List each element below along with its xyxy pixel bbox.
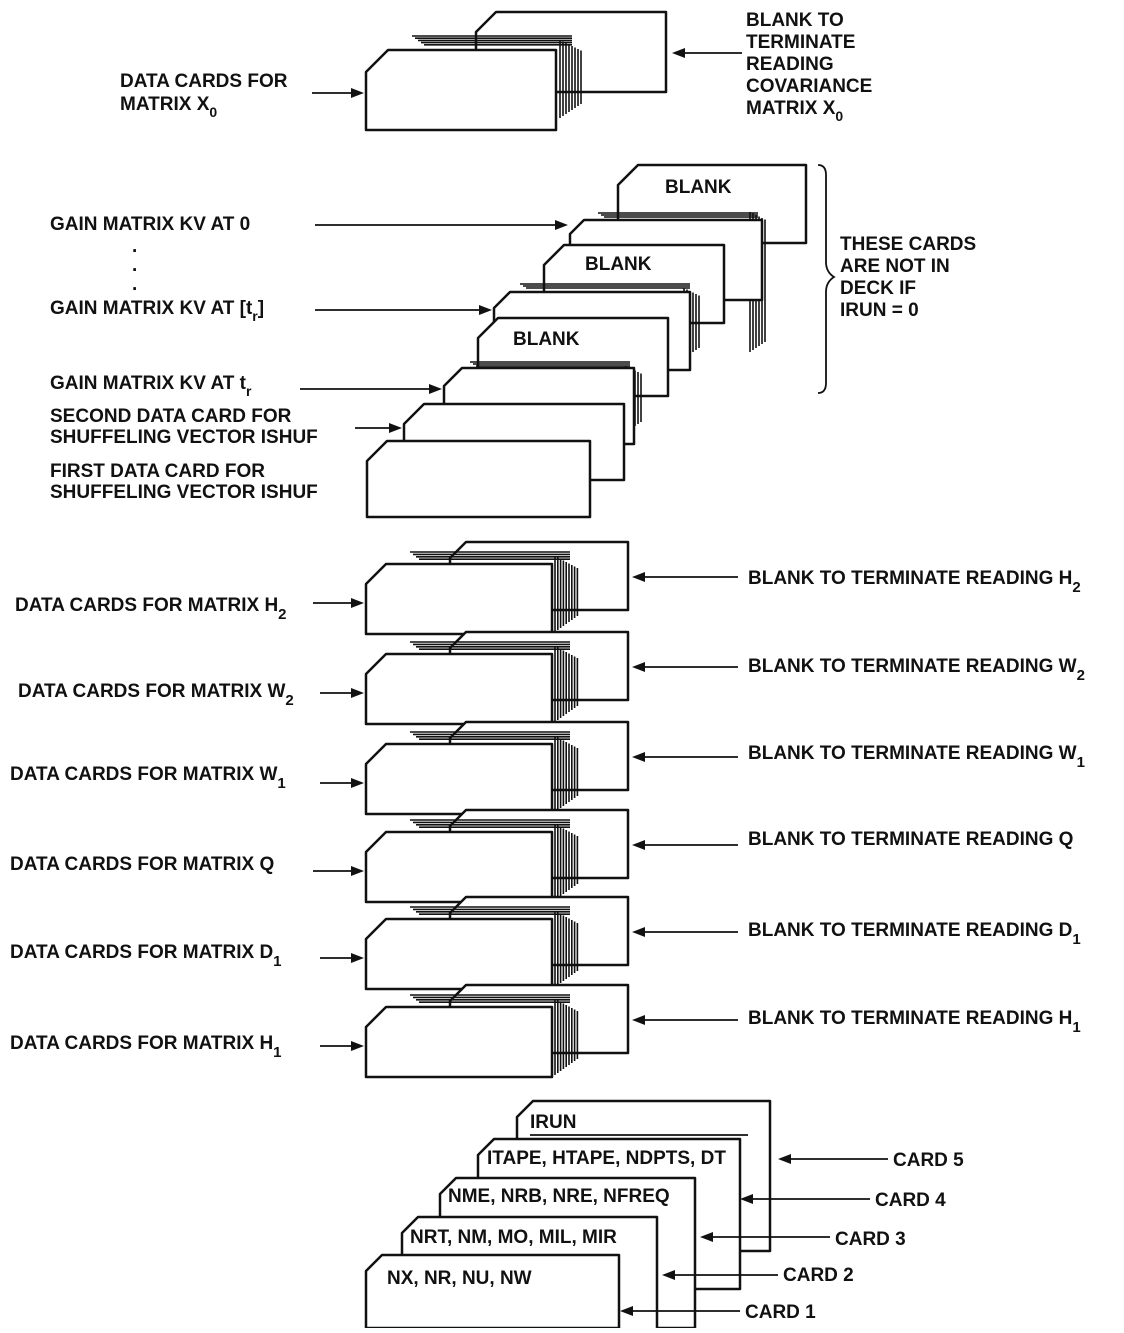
label-blank-w2: BLANK TO TERMINATE READING W2	[748, 656, 1085, 684]
arrow-data-x0-head	[351, 88, 364, 98]
arrow-blank-3-head	[632, 840, 645, 850]
arrow-data-3-head	[351, 866, 364, 876]
arrow-data-5-head	[351, 1041, 364, 1051]
label-kv-at-tr: GAIN MATRIX KV AT tr	[50, 373, 252, 399]
blank-card-label-1: BLANK	[665, 177, 732, 198]
arrow-kvtr-head	[429, 384, 442, 394]
label-first-card-line2: SHUFFELING VECTOR ISHUF	[50, 482, 318, 503]
card-text-irun: IRUN	[530, 1112, 576, 1133]
arrow-blank-2-head	[632, 752, 645, 762]
card-text-card5: ITAPE, HTAPE, NDPTS, DT	[487, 1148, 726, 1169]
data-card-4	[366, 919, 552, 989]
label-kv-at-0: GAIN MATRIX KV AT 0	[50, 214, 250, 235]
label-blank-w1: BLANK TO TERMINATE READING W1	[748, 743, 1085, 771]
label-data-x0-line2: MATRIX X0	[120, 94, 217, 120]
card-2	[366, 1255, 619, 1328]
data-card-2	[366, 744, 552, 814]
card-text-card4: NME, NRB, NRE, NFREQ	[448, 1186, 670, 1207]
label-card2: CARD 2	[783, 1265, 854, 1286]
arrow-blank-0-head	[632, 572, 645, 582]
data-card-3	[366, 832, 552, 902]
label-card1: CARD 1	[745, 1302, 816, 1323]
ellipsis-dot-3: .	[132, 274, 137, 295]
label-blank-h1: BLANK TO TERMINATE READING H1	[748, 1008, 1081, 1036]
label-blank-x0-line2: TERMINATE	[746, 32, 855, 53]
note-line4: IRUN = 0	[840, 300, 919, 321]
card-text-card3: NRT, NM, MO, MIL, MIR	[410, 1227, 617, 1248]
note-line1: THESE CARDS	[840, 234, 976, 255]
label-data-x0-line1: DATA CARDS FOR	[120, 71, 288, 92]
ellipsis-dot-1: .	[132, 236, 137, 257]
label-data-q: DATA CARDS FOR MATRIX Q	[10, 854, 274, 875]
data-card-5	[366, 1007, 552, 1077]
label-data-h1: DATA CARDS FOR MATRIX H1	[10, 1033, 282, 1061]
arrow-card5-head	[778, 1154, 791, 1164]
arrow-kvtr-bracket-head	[479, 305, 492, 315]
card-shapes	[366, 12, 806, 1328]
label-blank-x0-line1: BLANK TO	[746, 10, 844, 31]
label-card3: CARD 3	[835, 1229, 906, 1250]
arrow-data-0-head	[351, 598, 364, 608]
arrow-data-1-head	[351, 688, 364, 698]
label-blank-q: BLANK TO TERMINATE READING Q	[748, 829, 1073, 850]
label-first-card-line1: FIRST DATA CARD FOR	[50, 461, 265, 482]
data-card-x0	[366, 50, 556, 130]
blank-card-label-3: BLANK	[513, 329, 580, 350]
card-text-card2: NX, NR, NU, NW	[387, 1268, 532, 1289]
label-blank-x0-line3: READING	[746, 54, 834, 75]
arrow-blank-1-head	[632, 662, 645, 672]
label-blank-d1: BLANK TO TERMINATE READING D1	[748, 920, 1081, 948]
label-second-card-line2: SHUFFELING VECTOR ISHUF	[50, 427, 318, 448]
data-card-0	[366, 564, 552, 634]
label-blank-x0-line4: COVARIANCE	[746, 76, 872, 97]
arrow-kv0-head	[555, 220, 568, 230]
label-card4: CARD 4	[875, 1190, 946, 1211]
label-data-d1: DATA CARDS FOR MATRIX D1	[10, 942, 282, 970]
label-second-card-line1: SECOND DATA CARD FOR	[50, 406, 292, 427]
label-blank-h2: BLANK TO TERMINATE READING H2	[748, 568, 1081, 596]
arrow-blank-4-head	[632, 927, 645, 937]
label-data-w2: DATA CARDS FOR MATRIX W2	[18, 681, 294, 709]
label-data-w1: DATA CARDS FOR MATRIX W1	[10, 764, 286, 792]
data-card-1	[366, 654, 552, 724]
blank-card-label-2: BLANK	[585, 254, 652, 275]
note-line2: ARE NOT IN	[840, 256, 950, 277]
arrow-data-4-head	[351, 953, 364, 963]
label-data-h2: DATA CARDS FOR MATRIX H2	[15, 595, 287, 623]
arrow-data-2-head	[351, 778, 364, 788]
arrow-blank-x0-head	[672, 48, 685, 58]
brace	[818, 165, 834, 393]
arrow-second-head	[389, 423, 402, 433]
ellipsis-dot-2: .	[132, 255, 137, 276]
first-shuffle-card	[367, 441, 590, 517]
arrow-blank-5-head	[632, 1015, 645, 1025]
note-line3: DECK IF	[840, 278, 916, 299]
label-card5: CARD 5	[893, 1150, 964, 1171]
label-kv-at-tr-bracket: GAIN MATRIX KV AT [tr]	[50, 298, 264, 324]
label-blank-x0-line5: MATRIX X0	[746, 98, 843, 124]
